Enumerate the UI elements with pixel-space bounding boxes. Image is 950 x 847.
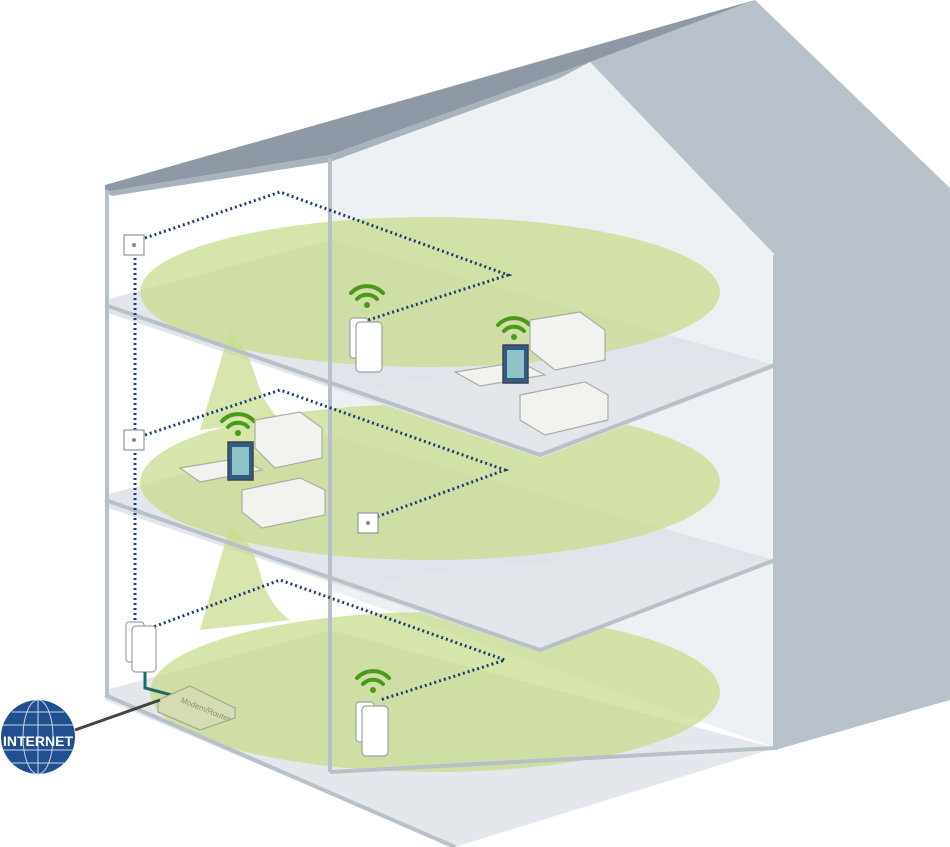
living-room-upper	[453, 311, 609, 436]
wifi-icon	[349, 284, 385, 308]
wall-socket-upper	[123, 234, 145, 256]
wifi-icon	[220, 412, 256, 436]
right-outer-wall	[590, 0, 950, 750]
powerline-adapter-ground	[355, 701, 389, 757]
powerline-wiring	[133, 190, 513, 702]
wifi-icon	[355, 669, 391, 693]
wall-socket-middle	[123, 429, 145, 451]
middle-floor-edge	[355, 559, 775, 652]
internet-cable	[74, 698, 161, 732]
roof	[105, 0, 755, 192]
wall-socket-middle-right	[357, 512, 379, 534]
house-frame	[104, 158, 777, 847]
internet-label: INTERNET	[3, 733, 73, 749]
powerline-adapter-upper	[349, 317, 383, 373]
wifi-coverage-ground	[150, 612, 720, 772]
wifi-icon	[496, 316, 532, 340]
internet-globe-icon: INTERNET	[1, 699, 75, 775]
living-room-middle	[178, 411, 326, 529]
powerline-adapter-base	[125, 621, 157, 673]
